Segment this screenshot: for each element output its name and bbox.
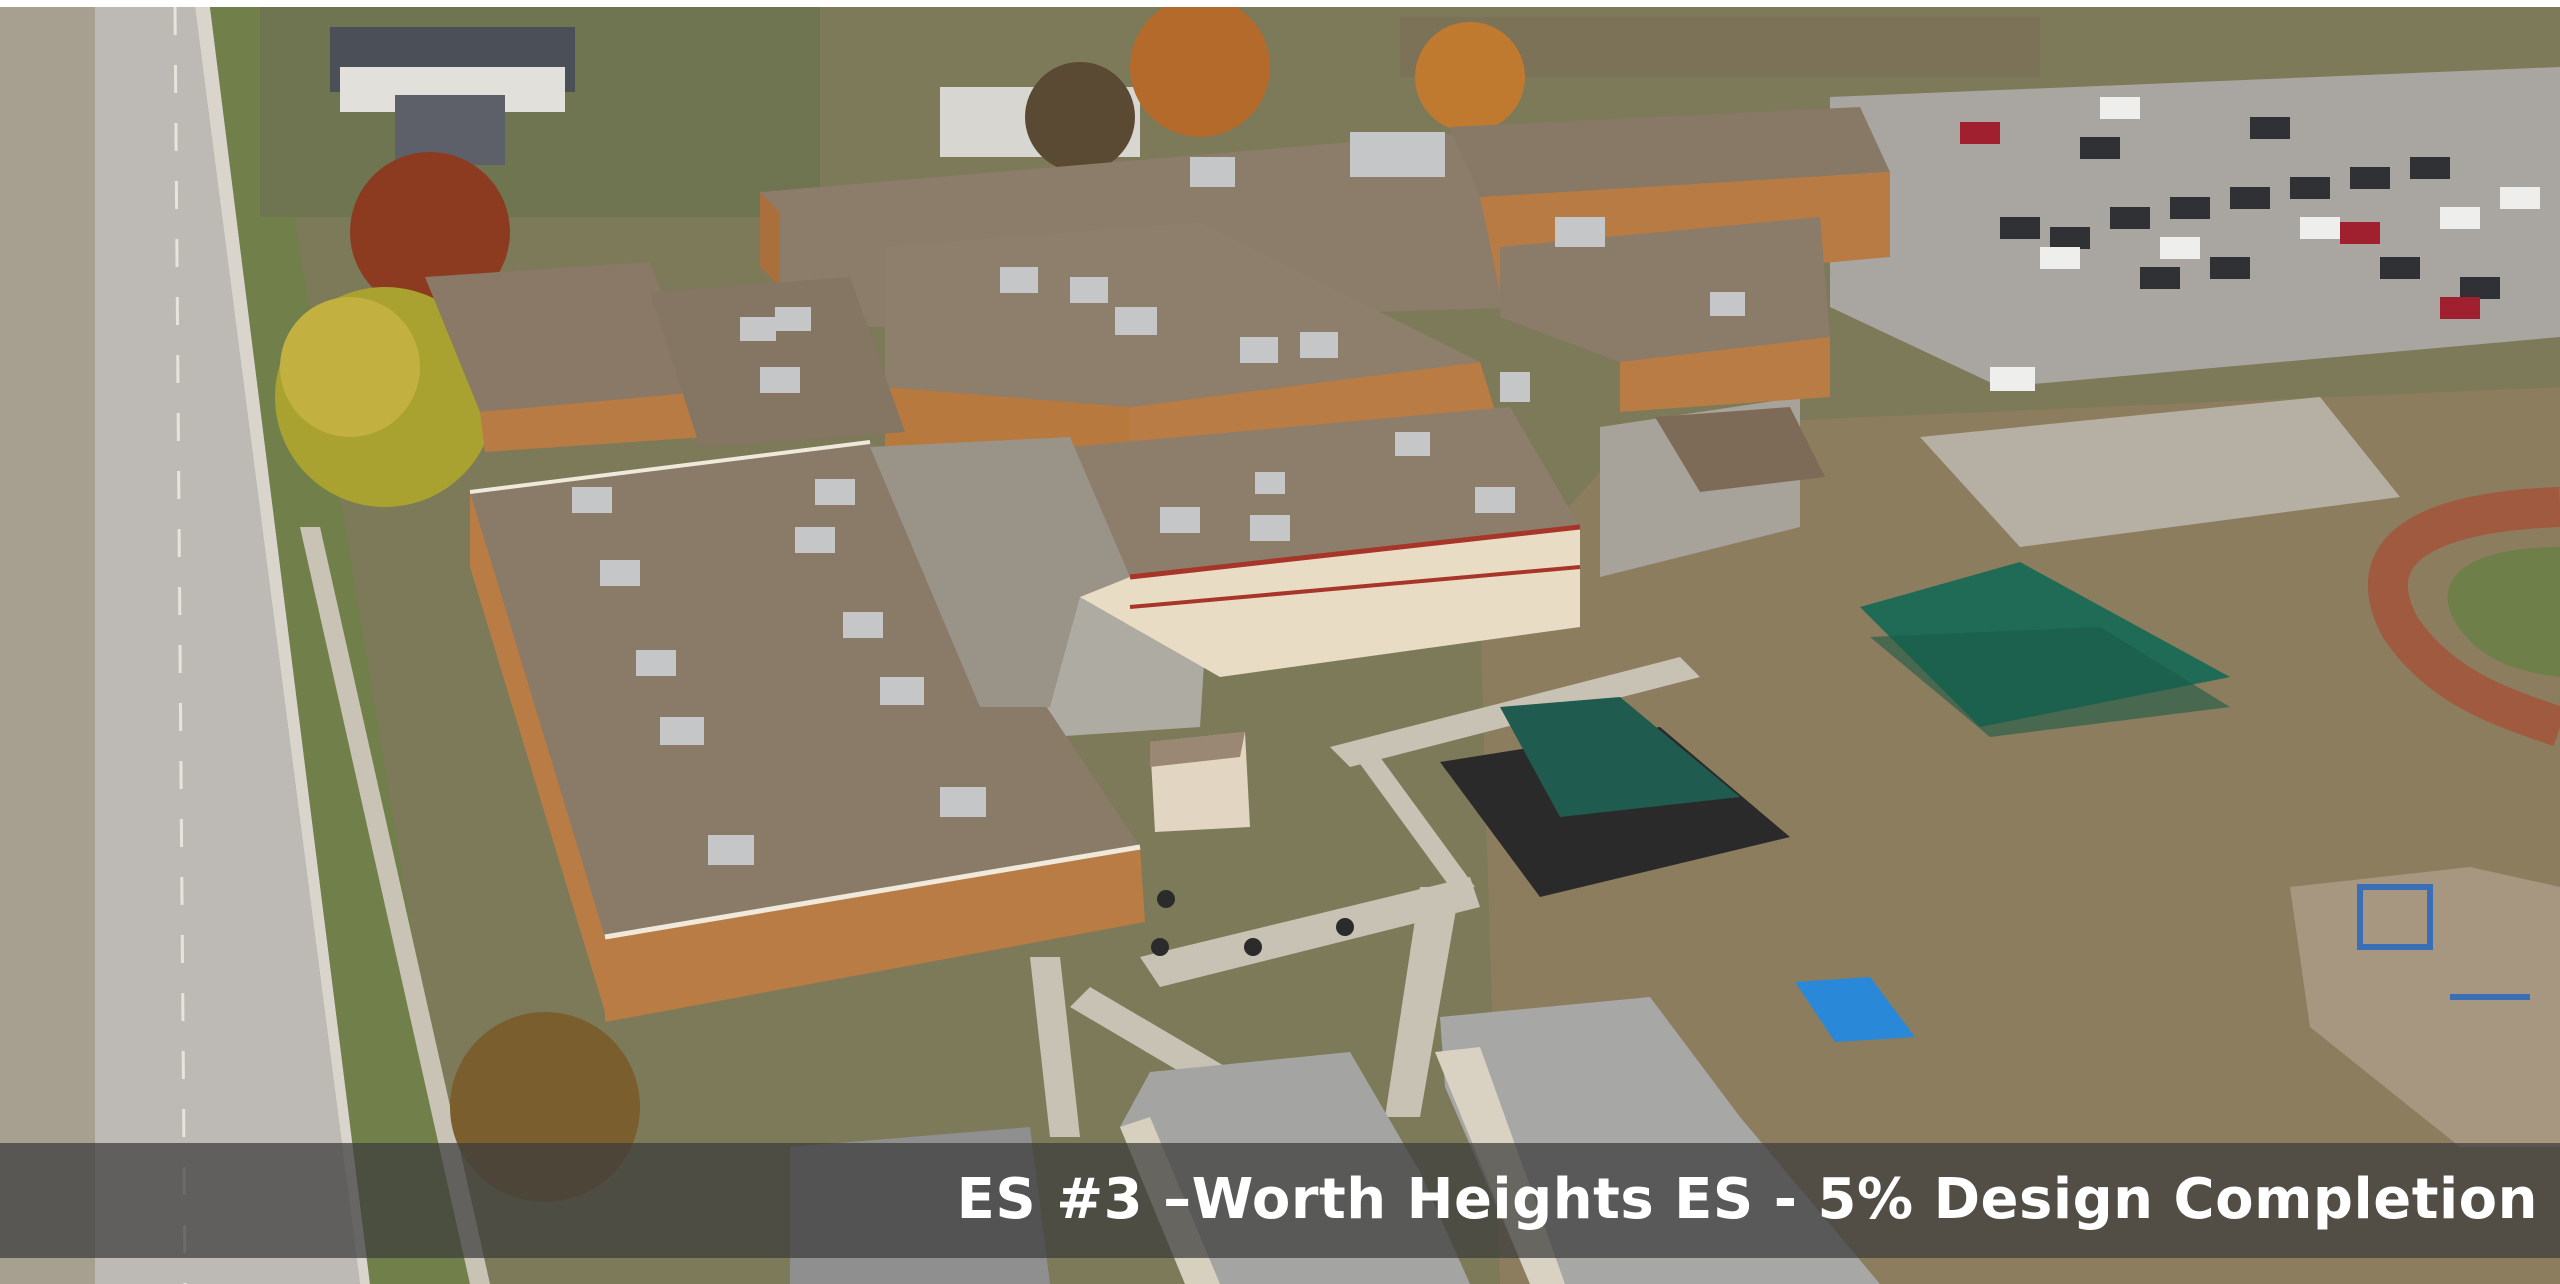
caption-bar bbox=[0, 1143, 2560, 1258]
slide-caption: ES #3 –Worth Heights ES - 5% Design Comp… bbox=[956, 1167, 2538, 1232]
aerial-school-campus-image bbox=[0, 7, 2560, 1284]
aerial-photo bbox=[0, 7, 2560, 1284]
